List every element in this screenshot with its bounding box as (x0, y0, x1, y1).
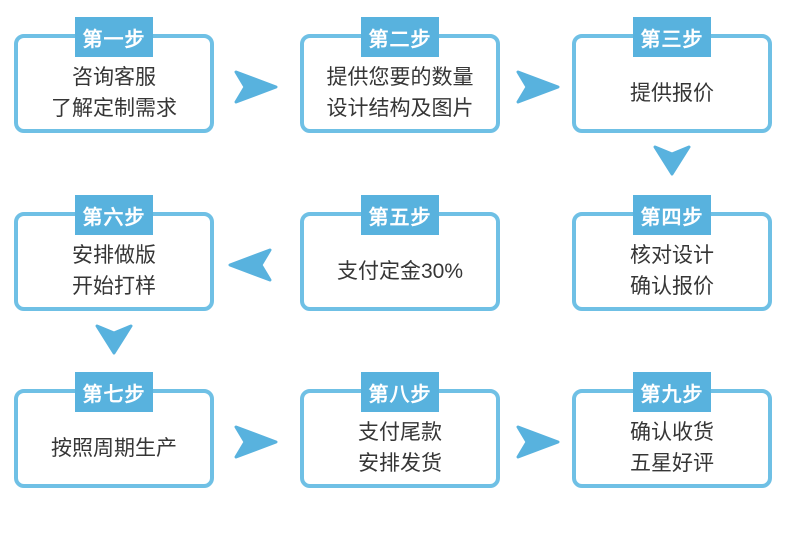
arrow-down-icon (653, 145, 691, 176)
step-1-label: 第一步 (82, 28, 146, 51)
step-5-label: 第五步 (368, 206, 432, 229)
arrow-left-icon (228, 248, 272, 282)
step-line: 咨询客服 (72, 66, 156, 89)
step-box-6: 第六步 安排做版 开始打样 (14, 195, 214, 311)
step-4-label: 第四步 (640, 206, 704, 229)
step-5-text: 支付定金30% (304, 235, 496, 307)
step-5-label-tab: 第五步 (361, 195, 439, 235)
step-1-label-tab: 第一步 (75, 17, 153, 57)
arrow-right-icon (234, 70, 278, 104)
step-7-label: 第七步 (82, 383, 146, 406)
step-line: 支付定金30% (336, 259, 464, 283)
step-9-text: 确认收货 五星好评 (576, 412, 768, 484)
step-line: 开始打样 (72, 275, 156, 298)
arrow-right-icon (516, 425, 560, 459)
step-3-label: 第三步 (640, 28, 704, 51)
step-box-7: 第七步 按照周期生产 (14, 372, 214, 488)
step-line: 安排做版 (72, 244, 156, 267)
step-box-8: 第八步 支付尾款 安排发货 (300, 372, 500, 488)
step-line: 提供您要的数量 (326, 66, 474, 89)
step-2-label: 第二步 (368, 28, 432, 51)
step-line: 确认报价 (630, 275, 714, 298)
step-line: 核对设计 (630, 244, 714, 267)
step-8-label: 第八步 (368, 383, 432, 406)
step-8-label-tab: 第八步 (361, 372, 439, 412)
step-3-text: 提供报价 (576, 57, 768, 129)
step-6-text: 安排做版 开始打样 (18, 235, 210, 307)
arrow-right-icon (516, 70, 560, 104)
step-box-1: 第一步 咨询客服 了解定制需求 (14, 17, 214, 133)
step-line: 安排发货 (358, 452, 442, 475)
step-line: 按照周期生产 (51, 436, 177, 460)
step-box-2: 第二步 提供您要的数量 设计结构及图片 (300, 17, 500, 133)
step-9-label: 第九步 (640, 383, 704, 406)
step-1-text: 咨询客服 了解定制需求 (18, 57, 210, 129)
step-line: 提供报价 (630, 81, 714, 105)
step-line: 确认收货 (630, 421, 714, 444)
arrow-right-icon (234, 425, 278, 459)
step-line: 设计结构及图片 (326, 97, 474, 120)
step-line: 支付尾款 (358, 421, 442, 444)
step-box-5: 第五步 支付定金30% (300, 195, 500, 311)
step-3-label-tab: 第三步 (633, 17, 711, 57)
arrow-down-icon (95, 324, 133, 355)
step-box-4: 第四步 核对设计 确认报价 (572, 195, 772, 311)
step-box-3: 第三步 提供报价 (572, 17, 772, 133)
step-line: 五星好评 (630, 452, 714, 475)
step-6-label: 第六步 (82, 206, 146, 229)
step-line: 了解定制需求 (51, 97, 177, 120)
step-7-label-tab: 第七步 (75, 372, 153, 412)
step-2-text: 提供您要的数量 设计结构及图片 (304, 57, 496, 129)
step-4-text: 核对设计 确认报价 (576, 235, 768, 307)
step-9-label-tab: 第九步 (633, 372, 711, 412)
step-4-label-tab: 第四步 (633, 195, 711, 235)
step-6-label-tab: 第六步 (75, 195, 153, 235)
step-box-9: 第九步 确认收货 五星好评 (572, 372, 772, 488)
step-8-text: 支付尾款 安排发货 (304, 412, 496, 484)
step-2-label-tab: 第二步 (361, 17, 439, 57)
step-7-text: 按照周期生产 (18, 412, 210, 484)
